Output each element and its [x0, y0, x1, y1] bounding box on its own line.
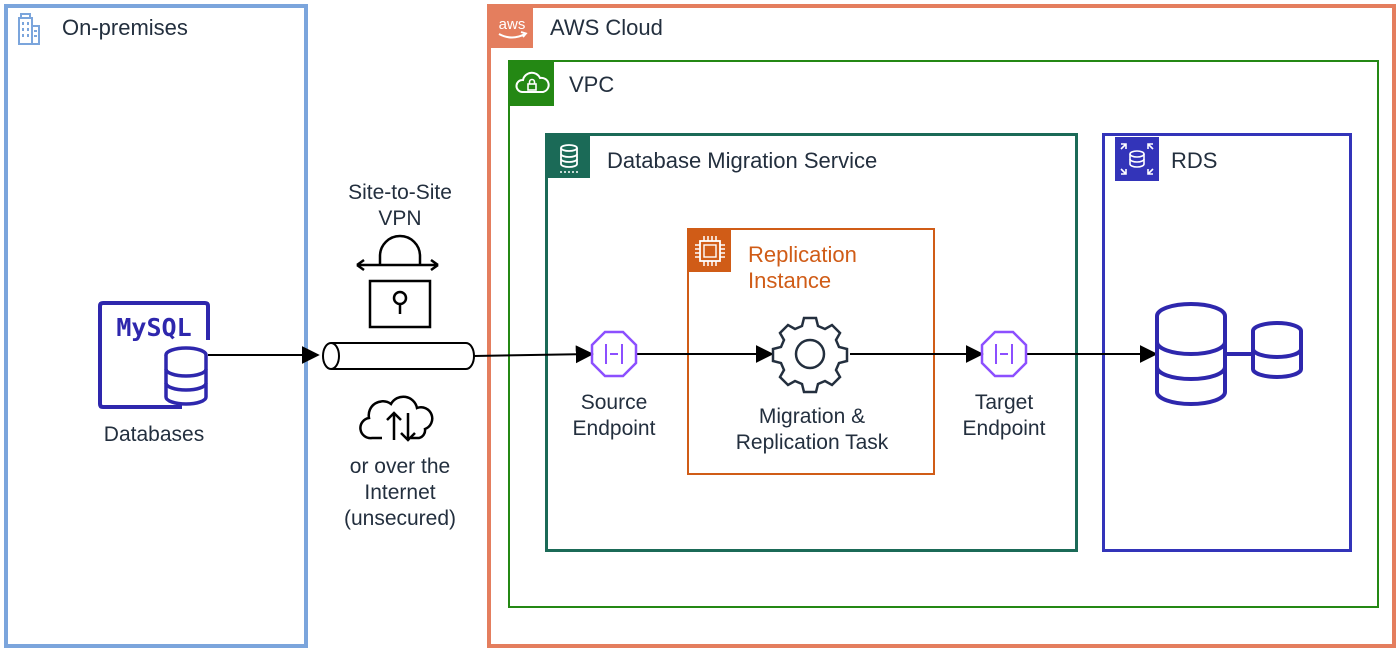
replication-instance-title: Replication Instance — [748, 242, 857, 293]
vpc-group — [508, 60, 1379, 608]
gear-icon — [771, 316, 849, 394]
on-premises-group — [4, 4, 308, 648]
aws-logo-text: aws — [499, 16, 526, 33]
vpn-label: Site-to-Site VPN — [348, 181, 452, 230]
endpoint-icon — [980, 330, 1028, 378]
aws-logo-icon: aws — [491, 8, 533, 48]
database-service-icon — [548, 136, 590, 178]
connector-vpn-to-source — [473, 345, 594, 364]
dms-title: Database Migration Service — [607, 148, 878, 173]
target-endpoint-label: Target Endpoint — [962, 391, 1046, 440]
mysql-logo-text: MySQL — [116, 313, 191, 342]
vpc-cloud-lock-icon — [510, 62, 554, 106]
mysql-db-icon: MySQL — [98, 301, 210, 409]
databases-label: Databases — [103, 423, 205, 446]
source-endpoint-label: Source Endpoint — [572, 391, 656, 440]
task-label: Migration & Replication Task — [735, 405, 889, 454]
aws-cloud-title: AWS Cloud — [550, 15, 663, 40]
cloud-up-down-icon — [359, 395, 434, 442]
database-icon — [1251, 321, 1303, 379]
rds-group — [1102, 133, 1352, 552]
on-premises-title: On-premises — [62, 15, 188, 40]
replication-instance-group — [687, 228, 935, 475]
aws-cloud-group — [487, 4, 1396, 648]
dms-group — [545, 133, 1078, 552]
endpoint-icon — [590, 330, 638, 378]
database-icon — [1155, 302, 1254, 406]
vpn-tunnel-pipe — [322, 342, 475, 370]
vpc-title: VPC — [569, 72, 615, 97]
padlock-icon — [356, 234, 439, 329]
building-icon — [8, 8, 48, 48]
rds-title: RDS — [1171, 148, 1218, 173]
internet-label: or over the Internet (unsecured) — [343, 455, 457, 530]
chip-icon — [689, 230, 731, 272]
rds-icon — [1115, 137, 1159, 181]
